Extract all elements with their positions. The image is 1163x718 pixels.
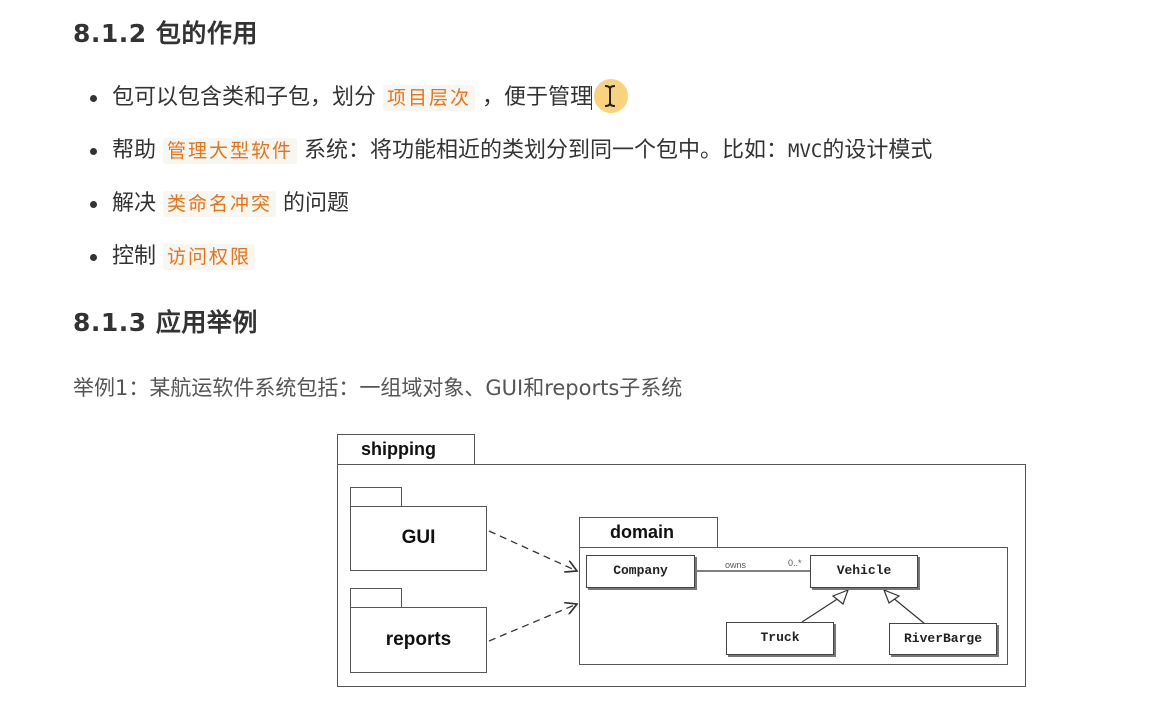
- multiplicity-label: 0..*: [788, 558, 802, 568]
- bullet-text: 的设计模式: [822, 138, 933, 163]
- bullet-text: 解决: [112, 191, 163, 216]
- bullet-text: 系统：将功能相近的类划分到同一个包中。比如：: [297, 138, 789, 163]
- reports-dependency-arrow: [488, 604, 577, 642]
- gui-package-label: GUI: [401, 527, 436, 548]
- inline-code: 项目层次: [383, 85, 476, 111]
- text-cursor-icon: [594, 79, 629, 113]
- diagram-connectors: [488, 530, 926, 642]
- bullet-item: 包可以包含类和子包，划分 项目层次 ，便于管理: [88, 78, 932, 131]
- bullet-text: 帮助: [112, 138, 163, 163]
- uml-package-diagram: shipping GUI reports domain: [337, 431, 1027, 689]
- bullet-item: 帮助 管理大型软件 系统：将功能相近的类划分到同一个包中。比如：MVC的设计模式: [88, 131, 932, 184]
- domain-package-label: domain: [610, 522, 675, 542]
- inline-code: 管理大型软件: [163, 138, 298, 164]
- class-riverbarge: RiverBarge: [889, 623, 997, 655]
- example-paragraph: 举例1：某航运软件系统包括：一组域对象、GUI和reports子系统: [73, 376, 683, 400]
- inline-code: 类命名冲突: [163, 191, 277, 217]
- bullet-text: 包可以包含类和子包，划分: [112, 85, 383, 110]
- reports-package-body: reports: [350, 607, 487, 673]
- section-heading-8-1-2: 8.1.2 包的作用: [73, 19, 258, 48]
- bullet-text: 的问题: [276, 191, 350, 216]
- bullet-text-mono: MVC: [788, 140, 823, 162]
- text-caret: [591, 86, 593, 110]
- truck-inheritance-triangle: [831, 588, 850, 605]
- bullet-text: ，便于管理: [475, 85, 593, 110]
- bullet-item: 解决 类命名冲突 的问题: [88, 184, 932, 237]
- riverbarge-generalization-line: [891, 596, 926, 625]
- association-label: owns: [725, 560, 747, 570]
- reports-package-label: reports: [385, 629, 452, 650]
- shipping-package-tab: shipping: [337, 434, 475, 465]
- class-truck: Truck: [726, 622, 834, 655]
- feature-bullet-list: 包可以包含类和子包，划分 项目层次 ，便于管理 帮助 管理大型软件 系统：将功能…: [88, 78, 932, 290]
- gui-dependency-arrow: [488, 530, 577, 571]
- truck-generalization-line: [801, 595, 843, 623]
- shipping-package-label: shipping: [361, 439, 436, 459]
- class-vehicle: Vehicle: [810, 555, 918, 588]
- gui-package-body: GUI: [350, 506, 487, 571]
- section-heading-8-1-3: 8.1.3 应用举例: [73, 308, 258, 337]
- inline-code: 访问权限: [163, 244, 256, 270]
- class-company: Company: [586, 555, 695, 588]
- bullet-item: 控制 访问权限: [88, 237, 932, 290]
- bullet-text: 控制: [112, 244, 163, 269]
- riverbarge-inheritance-triangle: [882, 588, 901, 604]
- domain-package-tab: domain: [579, 517, 718, 548]
